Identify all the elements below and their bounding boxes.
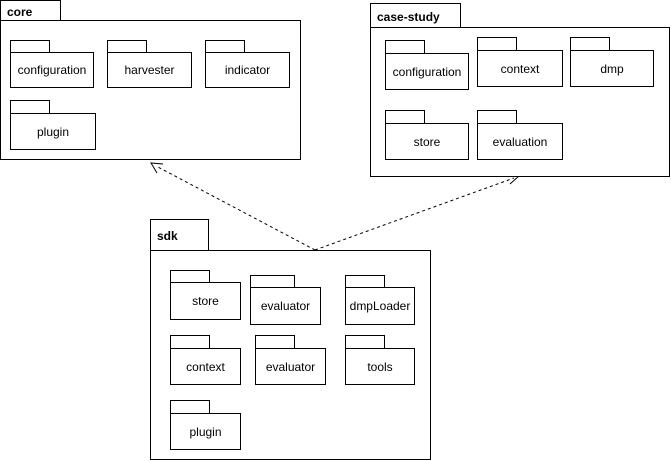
- subpackage-label: tools: [345, 348, 415, 385]
- subpackage-label: evaluation: [477, 123, 563, 160]
- subpackage-label: store: [170, 282, 241, 320]
- subpackage-label: configuration: [10, 52, 94, 88]
- package-sdk-label: sdk: [157, 229, 178, 243]
- package-core-tab: core: [0, 0, 61, 21]
- subpackage-label: harvester: [107, 52, 192, 88]
- subpackage-label: plugin: [170, 413, 241, 450]
- subpackage-label: context: [477, 50, 563, 87]
- subpackage-label: configuration: [385, 53, 469, 90]
- package-case-study-label: case-study: [377, 10, 440, 24]
- subpackage-label: context: [170, 348, 241, 385]
- subpackage-label: indicator: [205, 52, 290, 88]
- subpackage-label: plugin: [10, 113, 96, 150]
- subpackage-label: evaluator: [255, 348, 326, 385]
- subpackage-label: dmpLoader: [345, 287, 415, 325]
- package-sdk-tab: sdk: [150, 219, 209, 251]
- subpackage-label: evaluator: [250, 287, 321, 325]
- package-case-study-tab: case-study: [370, 3, 461, 28]
- subpackage-label: dmp: [570, 50, 654, 87]
- package-core-label: core: [7, 5, 33, 19]
- dependency-sdk-to-case-study: [314, 173, 521, 251]
- dependency-sdk-to-core: [150, 162, 316, 251]
- subpackage-label: store: [385, 123, 469, 160]
